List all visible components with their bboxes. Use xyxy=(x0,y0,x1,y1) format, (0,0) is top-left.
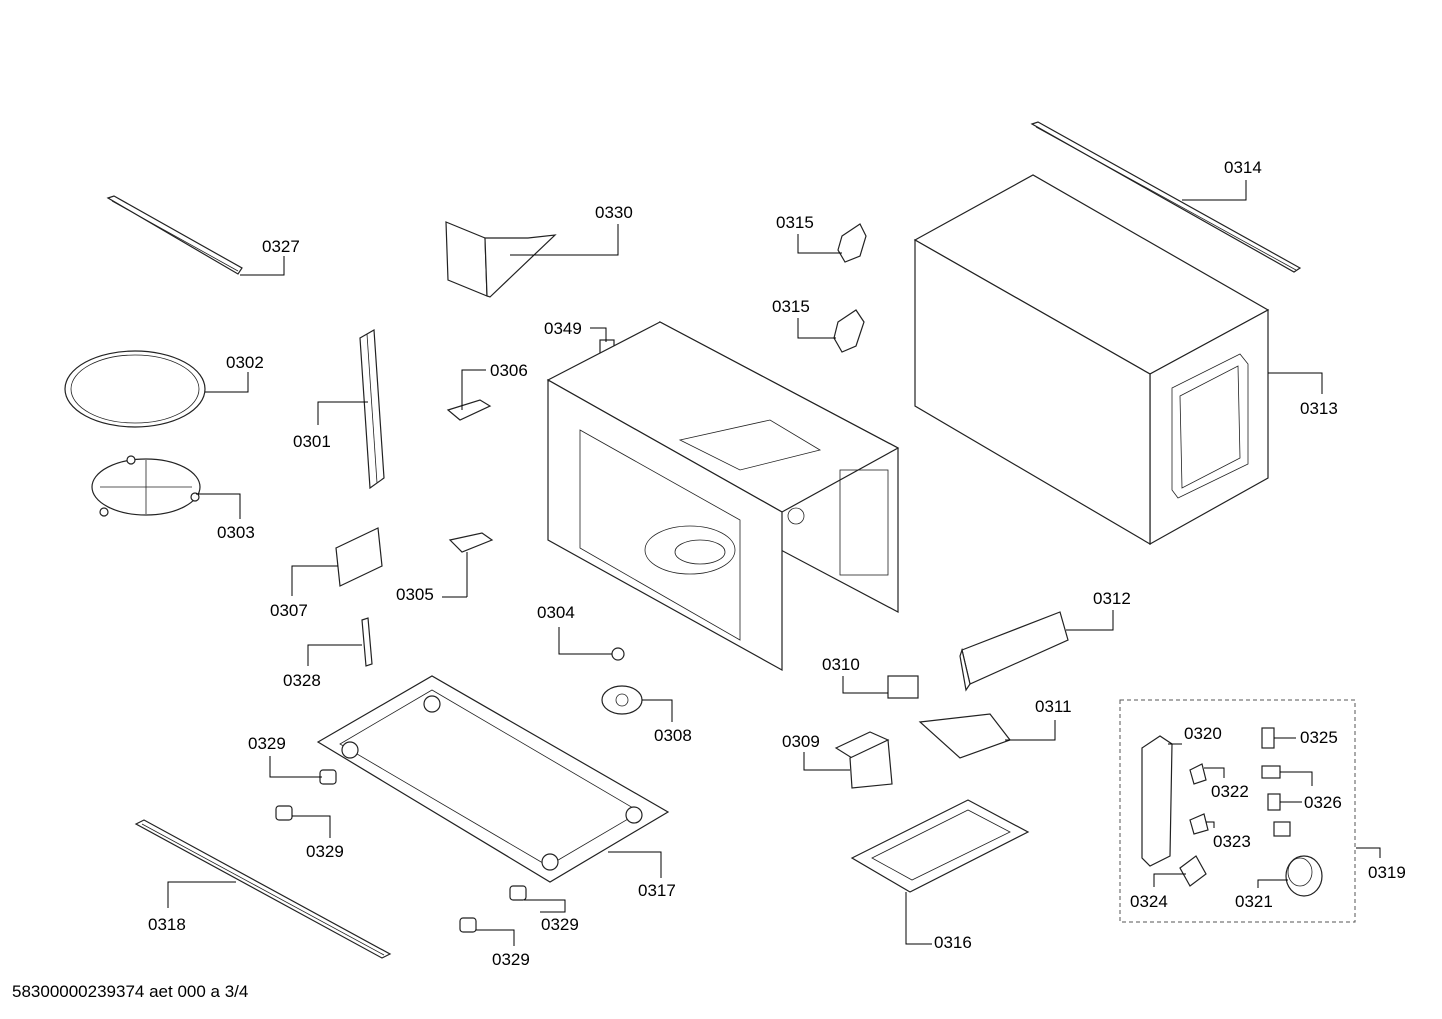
label-0330: 0330 xyxy=(595,203,633,222)
label-0312: 0312 xyxy=(1093,589,1131,608)
part-0315-hinge-lower xyxy=(833,309,865,353)
label-0301: 0301 xyxy=(293,432,331,451)
part-0315-hinge-upper xyxy=(837,223,867,263)
label-0349: 0349 xyxy=(544,319,582,338)
part-0319-group-box xyxy=(1119,699,1356,923)
part-0307-plate xyxy=(335,527,383,587)
label-0302: 0302 xyxy=(226,353,264,372)
label-0329-c: 0329 xyxy=(541,915,579,934)
part-0308-motor xyxy=(601,685,643,715)
label-0306: 0306 xyxy=(490,361,528,380)
part-0303-roller-ring xyxy=(91,455,201,517)
part-0326-switch-a xyxy=(1261,765,1281,779)
label-0310: 0310 xyxy=(822,655,860,674)
part-0324-lever xyxy=(1179,855,1207,887)
part-0309-bracket xyxy=(834,731,893,789)
part-0323-clip xyxy=(1189,813,1209,835)
part-0301-vertical-bracket xyxy=(359,329,385,490)
part-0310-switch xyxy=(887,675,919,699)
label-0313: 0313 xyxy=(1300,399,1338,418)
label-0329-b: 0329 xyxy=(306,842,344,861)
part-0326-switch-b xyxy=(1267,793,1281,811)
leader-lines xyxy=(167,180,1381,946)
part-0329-foot-c xyxy=(509,885,527,901)
oven-cavity-assembly xyxy=(546,321,900,672)
part-0302-turntable-ring xyxy=(64,350,206,428)
label-0303: 0303 xyxy=(217,523,255,542)
part-0322-clip xyxy=(1189,763,1207,785)
part-0327-rail xyxy=(106,195,243,275)
label-0329-a: 0329 xyxy=(248,734,286,753)
part-0330-cover-bracket xyxy=(445,221,557,298)
part-0306-bracket xyxy=(446,399,492,421)
part-0320-latch-frame xyxy=(1141,735,1173,867)
part-0329-foot-d xyxy=(459,917,477,933)
part-labels: 0327 0302 0303 0301 0330 0349 0306 0305 … xyxy=(148,158,1406,969)
label-0311: 0311 xyxy=(1035,697,1072,716)
part-0304-fastener xyxy=(611,647,625,661)
label-0318: 0318 xyxy=(148,915,186,934)
label-0305: 0305 xyxy=(396,585,434,604)
label-0328: 0328 xyxy=(283,671,321,690)
label-0325: 0325 xyxy=(1300,728,1338,747)
part-0316-bottom-tray xyxy=(850,799,1030,893)
label-0326: 0326 xyxy=(1304,793,1342,812)
label-0307: 0307 xyxy=(270,601,308,620)
label-0304: 0304 xyxy=(537,603,575,622)
part-0314-top-rail xyxy=(1030,121,1302,273)
part-0321-knob xyxy=(1285,855,1323,897)
label-0321: 0321 xyxy=(1235,892,1273,911)
part-0329-foot-a xyxy=(319,769,337,785)
part-0313-outer-casing xyxy=(913,174,1270,546)
label-0317: 0317 xyxy=(638,881,676,900)
label-0327: 0327 xyxy=(262,237,300,256)
part-0312-bracket xyxy=(959,611,1069,692)
document-footer: 58300000239374 aet 000 a 3/4 xyxy=(12,982,248,1001)
part-0311-sheet xyxy=(918,713,1011,759)
label-0315-lower: 0315 xyxy=(772,297,810,316)
label-0322: 0322 xyxy=(1211,782,1249,801)
label-0315-upper: 0315 xyxy=(776,213,814,232)
part-0326-switch-c xyxy=(1273,821,1291,837)
label-0314: 0314 xyxy=(1224,158,1262,177)
label-0309: 0309 xyxy=(782,732,820,751)
label-0329-d: 0329 xyxy=(492,950,530,969)
label-0324: 0324 xyxy=(1130,892,1168,911)
part-0329-foot-b xyxy=(275,805,293,821)
part-0325-switch xyxy=(1261,727,1275,749)
part-0305-bracket xyxy=(448,532,494,553)
part-0318-lower-rail xyxy=(134,819,392,959)
part-0317-base-plate xyxy=(316,675,670,883)
label-0320: 0320 xyxy=(1184,724,1222,743)
part-0328-strip xyxy=(361,617,373,667)
label-0323: 0323 xyxy=(1213,832,1251,851)
label-0319: 0319 xyxy=(1368,863,1406,882)
label-0316: 0316 xyxy=(934,933,972,952)
label-0308: 0308 xyxy=(654,726,692,745)
